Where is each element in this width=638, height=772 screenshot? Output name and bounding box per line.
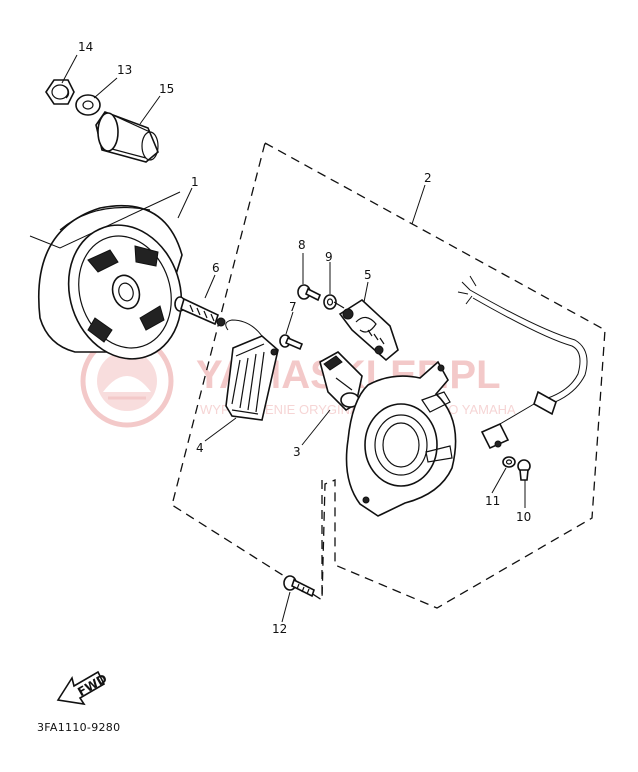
label-part-4: 4 <box>196 441 204 455</box>
fwd-direction-arrow: FWD <box>56 670 110 706</box>
part-6-screw <box>174 296 226 327</box>
label-part-15: 15 <box>159 82 174 96</box>
label-part-7: 7 <box>289 300 297 314</box>
label-part-13: 13 <box>117 63 132 77</box>
part-4-ignition-coil <box>225 319 279 421</box>
part-14-nut <box>45 79 75 105</box>
label-part-12: 12 <box>272 622 287 636</box>
part-11-washer <box>502 456 516 468</box>
part-9-washer <box>323 294 337 310</box>
label-part-3: 3 <box>293 445 301 459</box>
part-2-stator-base-plate <box>345 360 457 517</box>
label-part-2: 2 <box>424 171 432 185</box>
part-8-screw <box>297 284 322 302</box>
assembly-boundary-dashed <box>171 142 606 609</box>
wiring-harness <box>457 275 588 450</box>
leader-lines <box>29 54 526 623</box>
part-15-hub-sleeve <box>95 111 159 163</box>
label-part-11: 11 <box>485 494 500 508</box>
label-part-1: 1 <box>191 175 199 189</box>
part-12-screw <box>283 575 315 598</box>
label-part-14: 14 <box>78 40 93 54</box>
part-1-flywheel-rotor <box>38 204 183 360</box>
part-5-contact-breaker <box>333 298 399 362</box>
label-part-9: 9 <box>325 250 333 264</box>
label-part-6: 6 <box>212 261 220 275</box>
part-13-washer <box>75 94 101 116</box>
label-part-8: 8 <box>298 238 306 252</box>
label-part-10: 10 <box>516 510 531 524</box>
label-part-5: 5 <box>364 268 372 282</box>
part-labels: 14 13 15 1 2 6 8 9 5 7 4 3 11 10 12 <box>78 40 531 636</box>
part-10-screw <box>517 459 531 481</box>
drawing-code: 3FA1110-9280 <box>37 721 120 734</box>
part-7-screw <box>279 334 304 351</box>
